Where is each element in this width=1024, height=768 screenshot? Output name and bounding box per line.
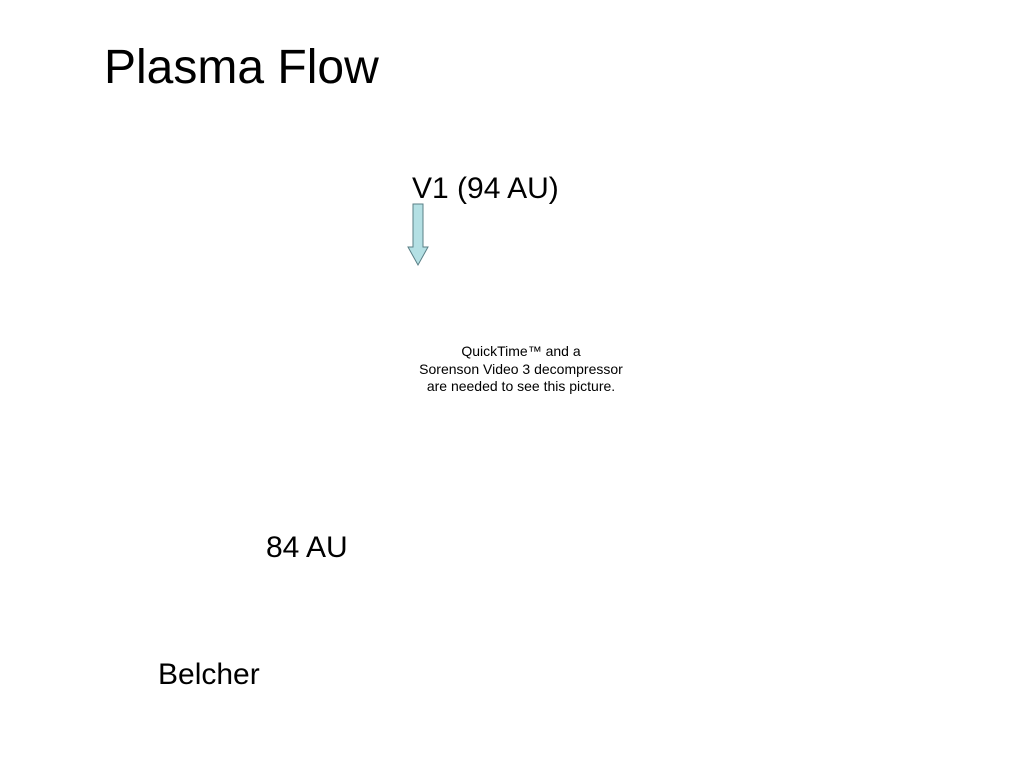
v1-label: V1 (94 AU) — [412, 172, 559, 205]
distance-label: 84 AU — [266, 531, 348, 564]
placeholder-line-3: are needed to see this picture. — [426, 378, 616, 394]
down-arrow-icon — [407, 203, 429, 267]
placeholder-line-2: Sorenson Video 3 decompressor — [419, 360, 623, 377]
placeholder-line-1: QuickTime™ and a — [461, 343, 581, 359]
author-credit: Belcher — [158, 658, 260, 691]
video-placeholder: QuickTime™ and a Sorenson Video 3 decomp… — [396, 343, 646, 396]
slide-title: Plasma Flow — [104, 41, 379, 94]
